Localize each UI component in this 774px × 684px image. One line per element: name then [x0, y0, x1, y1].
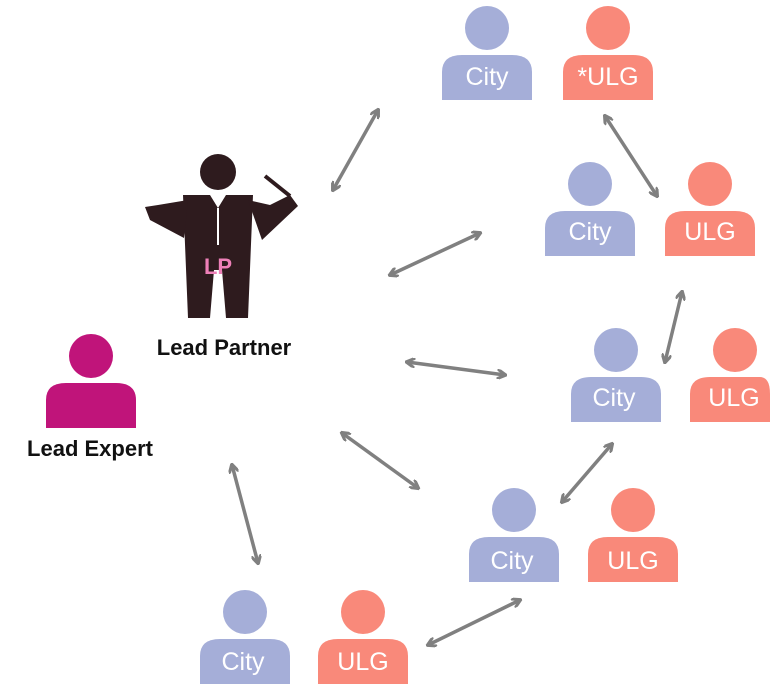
ulg-person-icon — [588, 488, 678, 582]
ulg-label: *ULG — [577, 63, 638, 91]
arrow-lp-partner2 — [390, 233, 480, 275]
ulg-label: ULG — [607, 547, 658, 575]
city-label: City — [568, 218, 612, 246]
ulg-person-icon — [318, 590, 408, 684]
lead-expert: Lead Expert — [27, 334, 154, 461]
city-label: City — [221, 648, 265, 676]
lead-partner-label: Lead Partner — [157, 335, 292, 360]
partner-group: City ULG — [571, 328, 770, 422]
city-person-icon — [469, 488, 559, 582]
arrow-partner3-partner4 — [562, 444, 612, 502]
arrow-partner4-partner5 — [428, 600, 520, 645]
lead-expert-label: Lead Expert — [27, 436, 154, 461]
arrow-lp-partner3 — [407, 362, 505, 375]
lp-badge: LP — [204, 254, 232, 279]
city-person-icon — [571, 328, 661, 422]
ulg-label: ULG — [708, 384, 759, 412]
city-person-icon — [545, 162, 635, 256]
city-label: City — [465, 63, 509, 91]
arrow-partner1-partner2 — [605, 116, 657, 196]
arrow-partner2-partner3 — [665, 292, 682, 362]
arrows — [232, 110, 682, 645]
arrow-lp-partner4 — [342, 433, 418, 488]
arrow-expert-partner5 — [232, 465, 258, 563]
conductor-icon — [145, 154, 298, 318]
lead-partner: LP Lead Partner — [145, 154, 298, 360]
city-person-icon — [200, 590, 290, 684]
city-label: City — [592, 384, 636, 412]
ulg-person-icon — [690, 328, 770, 422]
partner-group: City ULG — [469, 488, 678, 582]
partner-group: City ULG — [545, 162, 755, 256]
ulg-label: ULG — [684, 218, 735, 246]
ulg-person-icon — [563, 6, 653, 100]
ulg-label: ULG — [337, 648, 388, 676]
ulg-person-icon — [665, 162, 755, 256]
partner-group: City *ULG — [442, 6, 653, 100]
partner-group: City ULG — [200, 590, 408, 684]
city-person-icon — [442, 6, 532, 100]
person-icon — [46, 334, 136, 428]
arrow-lp-partner1 — [333, 110, 378, 190]
city-label: City — [490, 547, 534, 575]
